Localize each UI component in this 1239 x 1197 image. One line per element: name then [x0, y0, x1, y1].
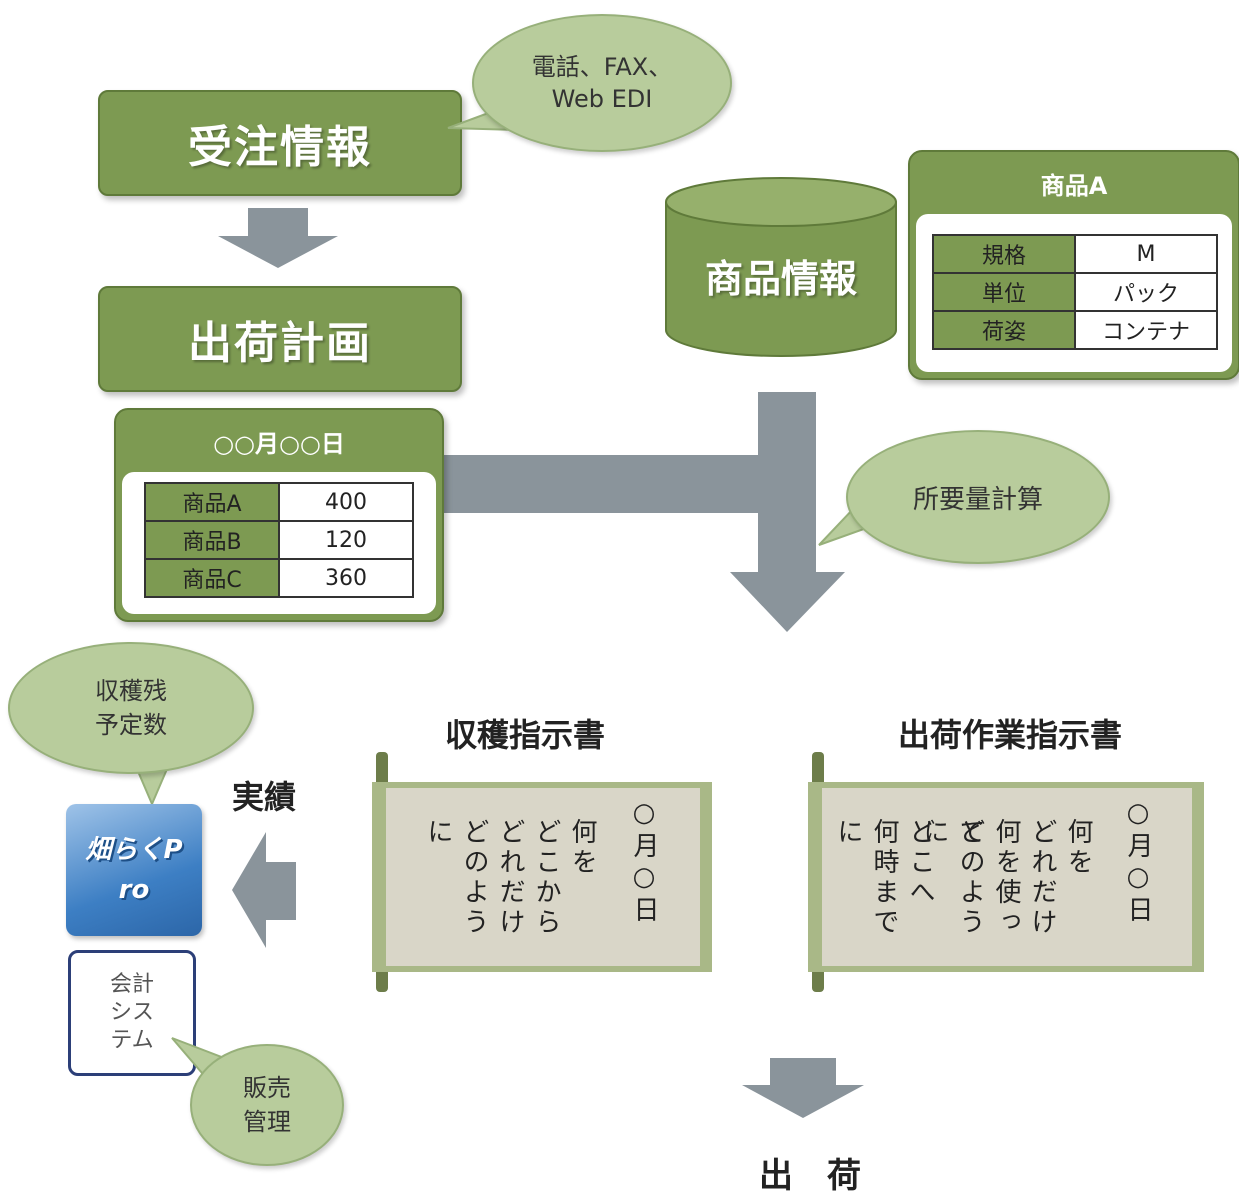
accounting-system-text: 会計 シス テム: [109, 972, 154, 1053]
connector-horizontal: [440, 455, 775, 513]
table-row: 商品C 360: [144, 558, 414, 598]
left-arrow-results: [232, 832, 296, 948]
shipping-doc-line: 何を使って: [955, 818, 1021, 938]
plan-item: 商品A: [144, 482, 280, 522]
harvest-remaining-bubble: 収穫残 予定数: [8, 642, 254, 774]
product-db-title: 商品情報: [704, 257, 857, 301]
harvest-doc-line: どのように: [423, 818, 489, 938]
shipping-doc-line: 何時までに: [833, 818, 899, 938]
product-panel: 商品A 規格 M 単位 パック 荷姿 コンテナ: [908, 150, 1239, 380]
harvest-doc-line: どこから: [531, 818, 561, 938]
product-panel-title: 商品A: [1040, 172, 1108, 200]
product-spec-table: 規格 M 単位 パック 荷姿 コンテナ: [932, 234, 1218, 350]
shipping-scroll: ○月○日 何を どれだけ 何を使って どのように どこへ 何時までに: [808, 782, 1204, 972]
plan-qty: 400: [278, 482, 414, 522]
sales-management-bubble: 販売 管理: [190, 1044, 344, 1166]
order-channel-bubble: 電話、FAX、 Web EDI: [472, 14, 732, 152]
shipping-doc-title: 出荷作業指示書: [897, 716, 1122, 754]
shipping-doc-line: どのように: [919, 818, 985, 938]
spec-value: M: [1074, 234, 1218, 274]
spec-value: コンテナ: [1074, 310, 1218, 350]
shipping-plan-title: 出荷計画: [188, 318, 372, 369]
app-logo-text: 畑らくPro: [85, 835, 183, 905]
down-arrow-to-shipping: [742, 1058, 864, 1118]
plan-table: 商品A 400 商品B 120 商品C 360: [144, 482, 414, 598]
spec-key: 単位: [932, 272, 1076, 312]
calc-bubble: 所要量計算: [846, 430, 1110, 564]
shipping-doc-line: 何を: [1063, 818, 1093, 878]
shipping-doc-line: どれだけ: [1027, 818, 1057, 938]
harvest-remaining-text: 収穫残 予定数: [95, 677, 167, 739]
results-label: 実績: [232, 778, 297, 816]
harvest-doc-title: 収穫指示書: [444, 716, 605, 754]
harvest-scroll: ○月○日 何を どこから どれだけ どのように: [372, 782, 712, 972]
spec-key: 規格: [932, 234, 1076, 274]
spec-value: パック: [1074, 272, 1218, 312]
sales-management-text: 販売 管理: [243, 1074, 291, 1136]
harvest-doc-line: 何を: [567, 818, 597, 878]
shipping-doc-date: ○月○日: [1123, 798, 1153, 926]
plan-item: 商品C: [144, 558, 280, 598]
connector-vertical: [758, 392, 816, 572]
plan-qty: 360: [278, 558, 414, 598]
spec-key: 荷姿: [932, 310, 1076, 350]
table-row: 商品B 120: [144, 520, 414, 560]
accounting-system-box: 会計 シス テム: [68, 950, 196, 1076]
product-db-cylinder: [665, 177, 897, 357]
down-arrow-to-docs: [730, 572, 845, 632]
shipping-doc-line: どこへ: [905, 818, 935, 908]
shipping-label: 出 荷: [759, 1156, 861, 1196]
plan-date: ○○月○○日: [213, 430, 345, 458]
down-arrow-order-to-plan: [218, 208, 338, 268]
shipping-plan-box: 出荷計画: [98, 286, 462, 392]
app-logo[interactable]: 畑らくPro: [66, 804, 202, 936]
order-info-box: 受注情報: [98, 90, 462, 196]
order-channel-text: 電話、FAX、 Web EDI: [531, 53, 673, 113]
plan-qty: 120: [278, 520, 414, 560]
plan-panel: ○○月○○日 商品A 400 商品B 120 商品C 360: [114, 408, 444, 622]
plan-item: 商品B: [144, 520, 280, 560]
table-row: 単位 パック: [932, 272, 1218, 312]
table-row: 荷姿 コンテナ: [932, 310, 1218, 350]
harvest-doc-date: ○月○日: [629, 798, 659, 926]
calc-bubble-text: 所要量計算: [912, 484, 1043, 515]
product-panel-inner: 規格 M 単位 パック 荷姿 コンテナ: [916, 214, 1232, 372]
plan-panel-inner: 商品A 400 商品B 120 商品C 360: [122, 472, 436, 614]
order-info-title: 受注情報: [188, 122, 372, 173]
table-row: 商品A 400: [144, 482, 414, 522]
harvest-doc-line: どれだけ: [495, 818, 525, 938]
table-row: 規格 M: [932, 234, 1218, 274]
